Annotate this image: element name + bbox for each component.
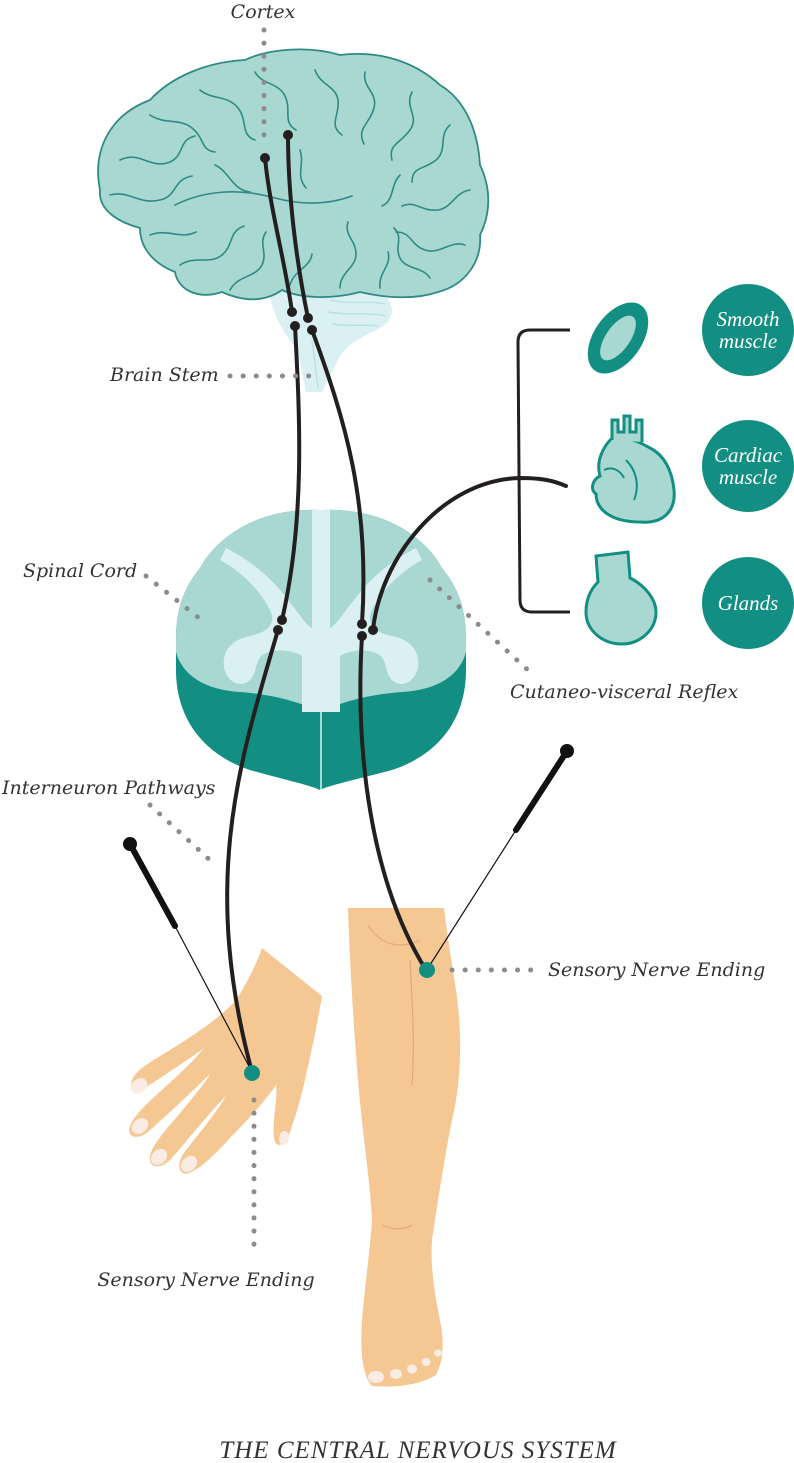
shin-line xyxy=(409,959,414,1086)
leg-shape xyxy=(348,908,461,1387)
effector-smooth-muscle: Smooth muscle xyxy=(702,284,794,376)
gland-icon xyxy=(584,550,658,646)
sensory-nerve-ending-hand-label: Sensory Nerve Ending xyxy=(97,1269,314,1291)
spinal-cord-illustration xyxy=(176,509,466,790)
effector-label: muscle xyxy=(719,329,777,353)
ankle-line xyxy=(381,1224,413,1230)
brain-stem-label: Brain Stem xyxy=(109,364,219,386)
effector-glands: Glands xyxy=(702,557,794,649)
brainstem-to-cord-right xyxy=(310,328,366,626)
leg-probe xyxy=(427,744,574,969)
brain-gyri xyxy=(109,69,471,291)
cutaneo-visceral-reflex-label: Cutaneo-visceral Reflex xyxy=(510,681,739,703)
brain-illustration xyxy=(97,48,490,392)
toenails xyxy=(368,1349,442,1383)
spinal-cord-leader xyxy=(143,573,207,625)
cord-to-hand-pathway xyxy=(225,628,280,1074)
effector-bracket xyxy=(516,328,570,614)
sensory-ending-hand xyxy=(244,1065,260,1081)
leg-illustration xyxy=(348,908,461,1387)
hand-probe xyxy=(123,837,253,1073)
brainstem-to-cord-left xyxy=(280,324,302,622)
interneuron-pathways-label: Interneuron Pathways xyxy=(1,777,216,799)
hand-illustration xyxy=(129,948,322,1174)
brain-stem-shape xyxy=(268,285,392,392)
knee-line xyxy=(367,924,421,946)
interneuron-leader xyxy=(147,802,215,865)
cord-to-leg-pathway xyxy=(358,634,428,972)
effector-label: Glands xyxy=(718,591,779,615)
cortex-descending-pathway-a xyxy=(263,156,294,314)
cortex-label: Cortex xyxy=(231,1,296,23)
spinal-cord-label: Spinal Cord xyxy=(23,560,137,582)
cerebrum-shape xyxy=(97,48,490,301)
cutaneo-visceral-pathway xyxy=(371,475,568,632)
nerve-pathways xyxy=(225,133,568,1074)
heart-icon xyxy=(591,414,676,524)
smooth-muscle-icon xyxy=(587,302,649,374)
cutaneo-visceral-leader xyxy=(427,577,533,675)
cerebellum-lines xyxy=(311,299,387,389)
effector-label: Cardiac xyxy=(714,443,783,467)
fingernails xyxy=(130,1078,290,1173)
effector-label: muscle xyxy=(719,465,777,489)
leader-lines xyxy=(143,27,543,1258)
effector-label: Smooth xyxy=(717,307,780,331)
cortex-descending-pathway-b xyxy=(286,133,310,320)
effector-cardiac-muscle: Cardiac muscle xyxy=(702,420,794,512)
sensory-nerve-ending-leg-label: Sensory Nerve Ending xyxy=(548,959,765,981)
hand-shape xyxy=(129,948,322,1174)
sensory-ending-leg xyxy=(419,962,435,978)
diagram-title: THE CENTRAL NERVOUS SYSTEM xyxy=(219,1437,616,1463)
synapse-dots xyxy=(260,130,378,641)
